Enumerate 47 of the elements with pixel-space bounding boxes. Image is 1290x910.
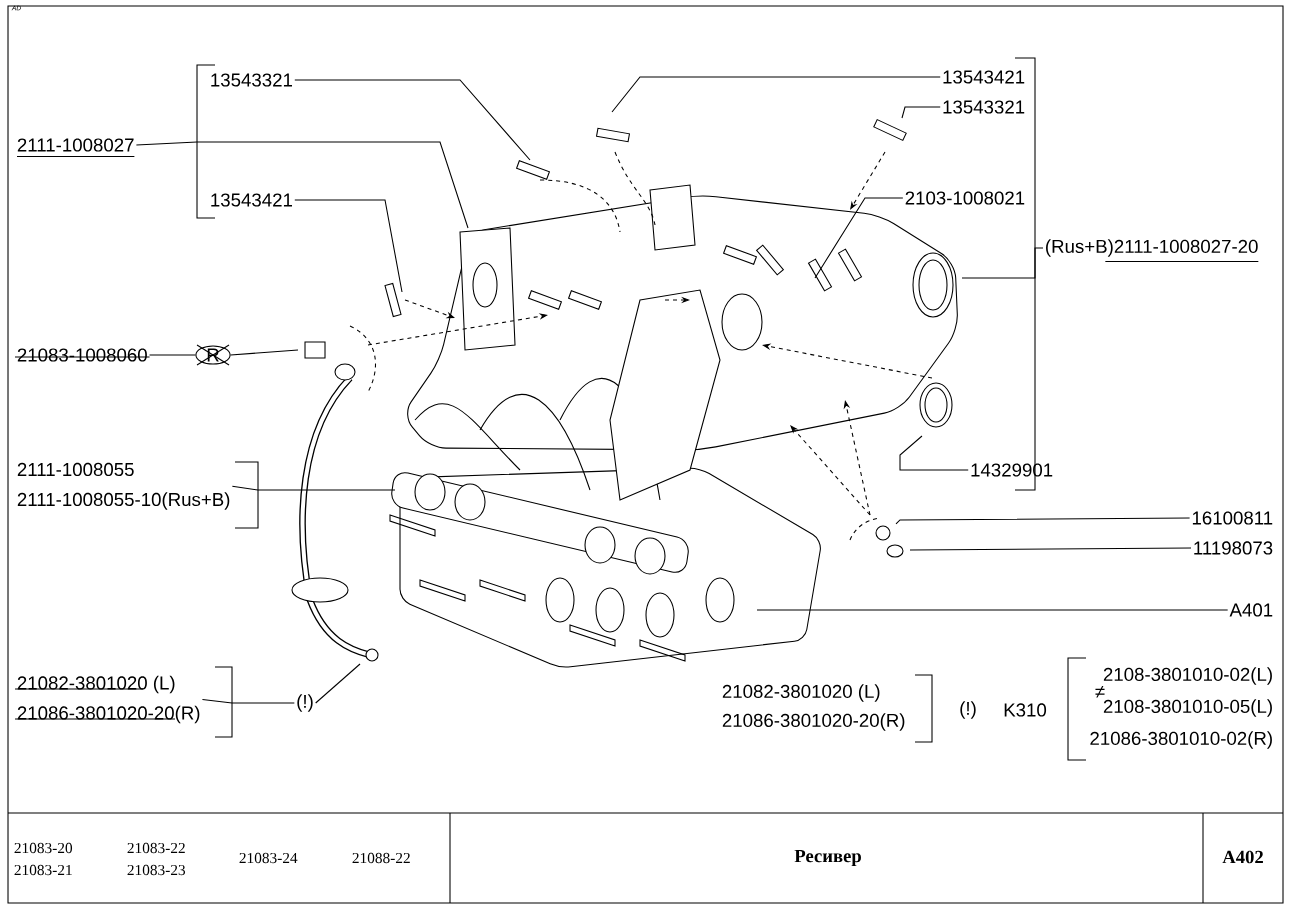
part-number: 13543421: [943, 70, 1025, 84]
part-number: 2103-1008021: [905, 191, 1025, 205]
model-code: 21083-21: [14, 864, 72, 876]
part-number: 13543421: [211, 193, 292, 207]
part-number: 2111-1008027: [16, 138, 135, 157]
part-number: 21082-3801020 (L) 21086-3801020-20(R): [14, 675, 200, 724]
model-code: 21083-22: [127, 842, 185, 854]
leader-line: [909, 547, 1192, 551]
part-number: 16100811: [1192, 511, 1273, 525]
leader-line: [899, 435, 969, 471]
part-number: 13543321: [943, 100, 1025, 114]
not-equal-sign: ≠: [1095, 686, 1105, 698]
leader-line: [901, 106, 941, 119]
part-number: 2111-1008055 2111-1008055-10(Rus+B): [17, 462, 230, 510]
leader-line: [895, 517, 1191, 525]
model-code: 21083-20: [14, 842, 73, 854]
part-number: 21086-3801020-20(R): [722, 713, 905, 731]
leader-line: [230, 349, 299, 356]
leader-line: [231, 485, 396, 491]
part-number: (Rus+B)2111-1008027-20: [1046, 239, 1259, 263]
part-number: 21086-3801010-02(R): [1090, 731, 1272, 749]
part-number: 2108-3801010-02(L): [1103, 667, 1272, 685]
part-number: 21083-1008060: [14, 348, 151, 362]
note-mark: (!): [960, 701, 976, 719]
part-number: 11198073: [1194, 541, 1273, 555]
leader-line: [149, 354, 196, 356]
note-mark: (!): [297, 694, 313, 712]
leader-line: [294, 79, 531, 161]
model-code: 21088-22: [352, 852, 410, 864]
sheet-number: A402: [1222, 850, 1263, 864]
leader-line: [756, 609, 1229, 611]
leader-line: [135, 141, 469, 229]
part-number: 21082-3801020 (L): [722, 684, 880, 702]
part-number: K310: [1004, 703, 1047, 717]
part-number: A401: [1229, 603, 1273, 617]
model-code: 21083-23: [127, 864, 186, 876]
leader-line: [315, 663, 361, 704]
leader-line: [201, 699, 295, 704]
leader-line: [814, 197, 904, 279]
title: Ресивер: [794, 849, 861, 867]
part-number: 13543321: [211, 73, 292, 87]
leader-line: [294, 199, 403, 293]
model-code: 21083-24: [239, 852, 298, 864]
part-number: 2108-3801010-05(L): [1103, 699, 1272, 717]
leader-line: [611, 76, 941, 113]
part-number: 14329901: [971, 463, 1053, 477]
leader-line: [961, 247, 1044, 279]
